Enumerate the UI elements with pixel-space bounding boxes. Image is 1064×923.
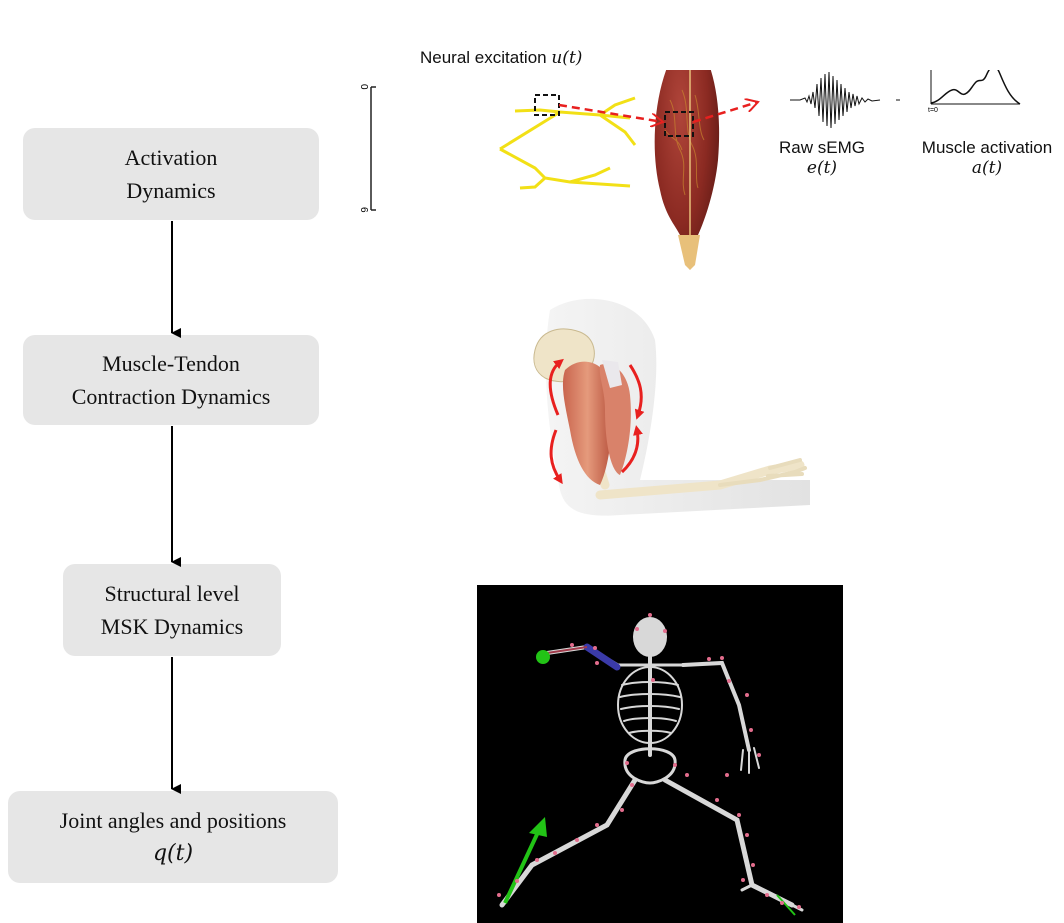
muscle-activation-label: Muscle activation a(t) [912, 138, 1062, 178]
raw-semg-label: Raw sEMG e(t) [768, 138, 876, 178]
arm-muscle-illustration [510, 290, 820, 530]
raw-semg-math: e(t) [768, 158, 876, 178]
muscle-illustration [655, 70, 719, 270]
muscle-activation-text: Muscle activation [912, 138, 1062, 158]
raw-semg-text: Raw sEMG [768, 138, 876, 158]
raw-semg-waveform [790, 72, 880, 128]
axis-top-tick: 0 [360, 84, 369, 90]
green-target-marker [536, 650, 550, 664]
nerve-tree [372, 98, 635, 188]
axis-bottom-tick: 6 [360, 207, 369, 213]
neural-excitation-text: Neural excitation [420, 48, 547, 67]
skeleton-model-panel [477, 585, 843, 923]
neural-excitation-label: Neural excitation u(t) [420, 48, 630, 68]
activation-axis-tick: t=0 [928, 107, 938, 114]
muscle-activation-plot: t=0 [928, 70, 1020, 114]
neural-excitation-math: u(t) [551, 48, 582, 68]
muscle-activation-math: a(t) [912, 158, 1062, 178]
